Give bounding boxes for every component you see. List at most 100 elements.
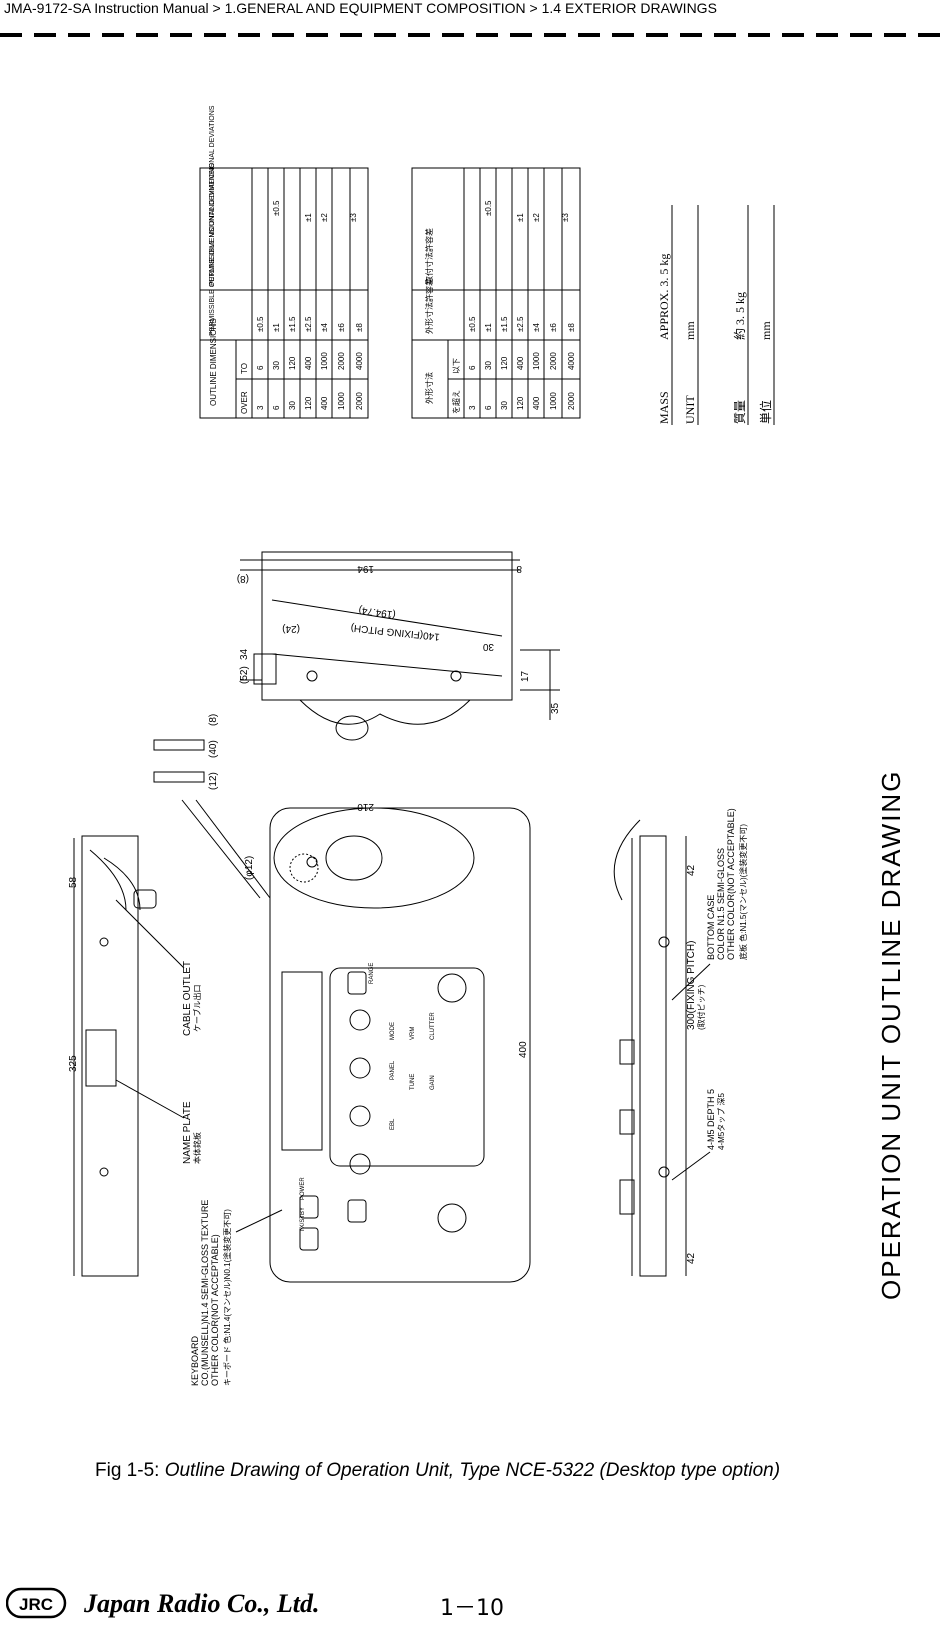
table-sub-to: TO <box>240 363 249 374</box>
figure-caption-label: Fig 1-5: <box>95 1460 165 1481</box>
dim-42b: 42 <box>686 1252 697 1264</box>
table-sub-over: OVER <box>240 391 249 414</box>
table-cell: 30 <box>500 401 509 410</box>
table-cell: 400 <box>320 396 329 410</box>
jrc-mark: JRC <box>19 1595 53 1614</box>
mass-label-jp: 質量 <box>732 400 747 424</box>
leader-line <box>235 1209 283 1233</box>
table-cell: ±4 <box>320 323 329 332</box>
key-label: RANGE <box>369 963 375 984</box>
note-name-plate-jp: 本体銘板 <box>192 1132 202 1164</box>
dim-19474: (194.74) <box>358 604 396 620</box>
table-cell: ±3 <box>349 213 358 222</box>
table-cell: 2000 <box>337 352 346 370</box>
jrc-logo: JRC Japan Radio Co., Ltd. <box>5 1586 336 1625</box>
table-cell: 3 <box>256 405 265 410</box>
table-cell: 1000 <box>549 392 558 410</box>
dim-194: 194 <box>357 563 374 574</box>
figure-caption: Fig 1-5: Outline Drawing of Operation Un… <box>95 1460 780 1482</box>
table-cell: 120 <box>304 396 313 410</box>
company-name: Japan Radio Co., Ltd. <box>83 1589 319 1618</box>
dim-40: (40) <box>208 740 219 758</box>
table-cell: 2000 <box>549 352 558 370</box>
key-label: POWER <box>300 1177 306 1200</box>
unit-value: mm <box>683 321 697 340</box>
page-number: 1－10 <box>440 1596 504 1621</box>
table-sub-jp: 以下 <box>452 358 461 374</box>
table-cell: ±1.5 <box>288 316 297 332</box>
dim-325: 325 <box>68 1055 79 1072</box>
side-view-top: (8) 194 8 (194.74) 140(FIXING PITCH) (24… <box>237 551 561 741</box>
keyboard-note: KEYBOARD CO.(MUNSELL)N1.4 SEMI-GLOSS TEX… <box>190 1200 232 1386</box>
table-cell: 4000 <box>355 352 364 370</box>
breadcrumb: JMA-9172-SA Instruction Manual > 1.GENER… <box>4 0 717 16</box>
key-label: GAIN <box>430 1075 436 1090</box>
table-cell: 6 <box>256 365 265 370</box>
dim-8a: (8) <box>237 573 249 584</box>
figure-caption-text: Outline Drawing of Operation Unit, Type … <box>164 1460 781 1481</box>
dim-24: (24) <box>282 623 300 634</box>
dim-42a: 42 <box>686 864 697 876</box>
table-cell: ±1 <box>272 323 281 332</box>
note-depth: 4-M5 DEPTH 5 <box>706 1089 716 1150</box>
side-view-left: 325 58 CABLE OUTLET ケーブル出口 NAME PLATE 本体… <box>68 835 202 1277</box>
key-label: PANEL <box>390 1060 396 1080</box>
table-header-outline: OUTLINE DIMENSIONS <box>209 318 218 406</box>
table-cell: ±8 <box>567 323 576 332</box>
table-header-jp: 外形寸法許容差 <box>424 278 434 334</box>
mass-value: APPROX. 3. 5 kg <box>657 254 671 340</box>
table-cell: ±4 <box>532 323 541 332</box>
dim-17: 17 <box>520 670 531 682</box>
table-cell: ±8 <box>355 323 364 332</box>
key-label: VRM <box>410 1027 416 1040</box>
table-cell: 1000 <box>320 352 329 370</box>
table-header-outline-dev: PERMISSIBLE OUTLINE DIMENSIONAL DEVIATIO… <box>209 163 216 336</box>
table-cell: 1000 <box>532 352 541 370</box>
unit-value-jp: mm <box>759 321 773 340</box>
table-cell: ±2.5 <box>304 316 313 332</box>
dim-210: 210 <box>357 801 374 812</box>
table-cell: 4000 <box>567 352 576 370</box>
table-cell: ±3 <box>561 213 570 222</box>
dim-58: 58 <box>68 876 79 888</box>
table-cell: 30 <box>484 361 493 370</box>
tolerance-table-en: OUTLINE DIMENSIONS PERMISSIBLE OUTLINE D… <box>199 105 369 419</box>
table-cell: 6 <box>468 365 477 370</box>
table-cell: ±2 <box>320 213 329 222</box>
note-bottom-color: COLOR N1.5 SEMI-GLOSS <box>716 848 726 960</box>
key-label: TX/STBY <box>300 1207 306 1232</box>
key-label: EBL <box>390 1118 396 1130</box>
svg-text:OTHER COLOR(NOT ACCEPTABLE): OTHER COLOR(NOT ACCEPTABLE) <box>210 1234 220 1386</box>
note-bottom-jp: 底板 色:N1.5(マンセル)(塗装変更不可) <box>738 824 748 960</box>
front-panel: 400 210 (φ12) RANGE MODE PANEL EBL VRM T… <box>244 801 531 1283</box>
svg-text:キーボード 色:N1.4(マンセル)N0.1(塗装変更不可): キーボード 色:N1.4(マンセル)N0.1(塗装変更不可) <box>222 1209 232 1386</box>
table-cell: 120 <box>288 356 297 370</box>
table-cell: 3 <box>468 405 477 410</box>
jrc-logo-graphic: JRC Japan Radio Co., Ltd. <box>5 1587 319 1619</box>
table-cell: 30 <box>272 361 281 370</box>
table-cell: ±6 <box>549 323 558 332</box>
table-cell: 400 <box>304 356 313 370</box>
dim-300-jp: (取付ピッチ) <box>696 984 706 1030</box>
note-cable-outlet-jp: ケーブル出口 <box>192 984 202 1032</box>
table-cell: ±0.5 <box>256 316 265 332</box>
table-cell: 30 <box>288 401 297 410</box>
dim-34: 34 <box>239 648 250 660</box>
svg-text:CO.(MUNSELL)N1.4 SEMI-GLOSS TE: CO.(MUNSELL)N1.4 SEMI-GLOSS TEXTURE <box>200 1200 210 1386</box>
mass-unit-block: MASS APPROX. 3. 5 kg UNIT mm 質量 約 3. 5 k… <box>657 254 773 424</box>
svg-text:KEYBOARD: KEYBOARD <box>190 1335 200 1386</box>
table-cell: 6 <box>272 405 281 410</box>
table-cell: ±0.5 <box>272 200 281 216</box>
key-label: CLUTTER <box>430 1012 436 1040</box>
mass-label: MASS <box>657 391 671 424</box>
table-header-jp: 外形寸法 <box>424 372 434 404</box>
table-cell: 6 <box>484 405 493 410</box>
unit-label: UNIT <box>683 395 697 424</box>
table-cell: ±1 <box>484 323 493 332</box>
note-bottom-case: BOTTOM CASE <box>706 895 716 960</box>
table-cell: 120 <box>500 356 509 370</box>
dim-8c: (8) <box>208 714 219 726</box>
table-cell: 2000 <box>355 392 364 410</box>
table-header-jp: 取付寸法許容差 <box>424 228 434 284</box>
